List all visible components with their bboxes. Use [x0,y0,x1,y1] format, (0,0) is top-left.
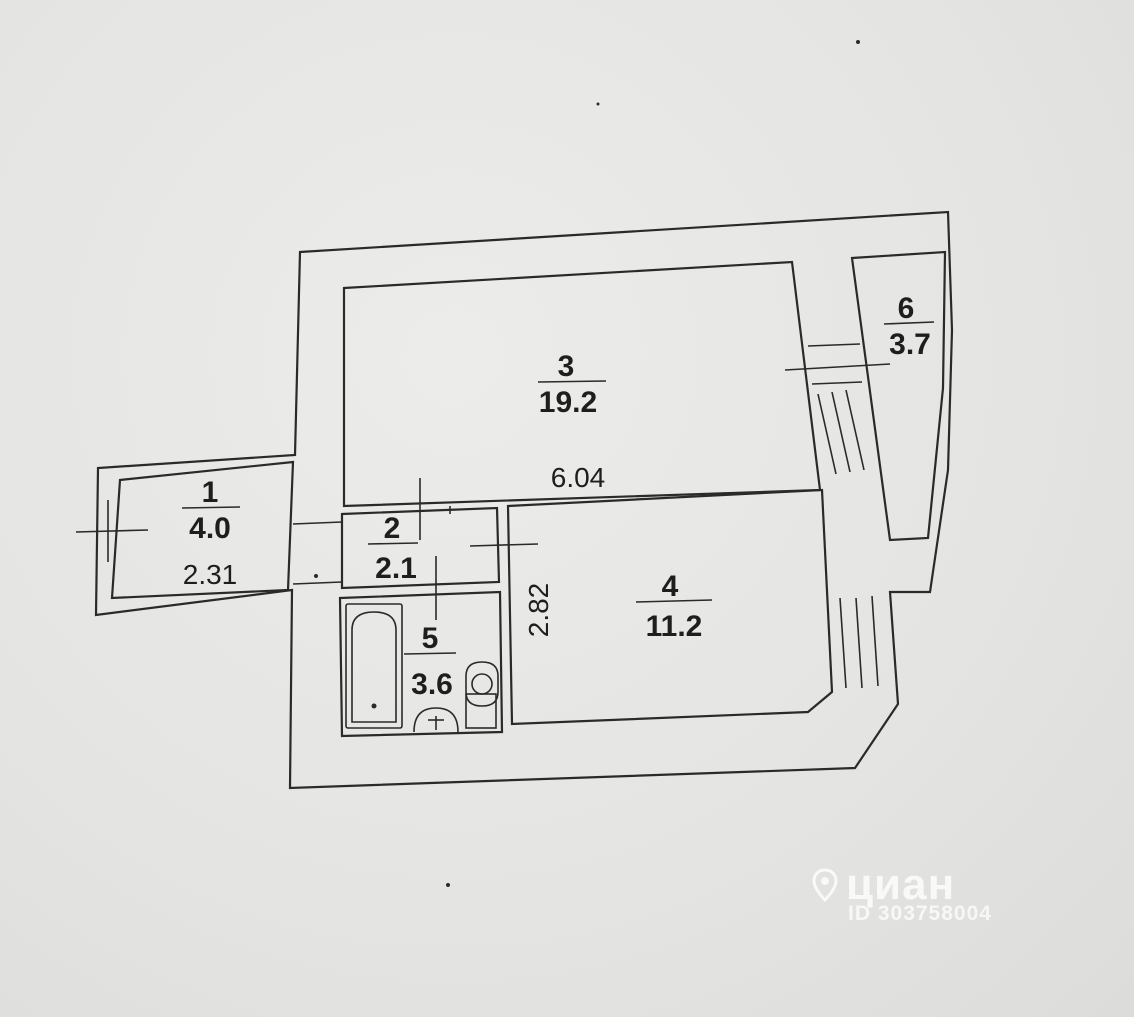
door-mark [469,543,539,547]
window-mark [845,389,865,471]
mark-dot [856,40,860,44]
room-6-number: 6 [898,292,915,325]
room-6-area: 3.7 [889,328,931,361]
room-3-area: 19.2 [539,386,597,419]
window-mark [855,597,863,689]
room-4-outline [506,488,834,726]
room-3-label-rule [537,380,607,383]
room-1-number: 1 [202,476,219,509]
room-6-outline [850,250,947,542]
toilet-bowl [471,673,493,695]
bathtub-icon [345,603,403,729]
watermark-listing-id: ID 303758004 [848,902,992,925]
room-2-area: 2.1 [375,552,417,585]
dimension-room-4-height: 2.82 [523,583,554,638]
room-4-area: 11.2 [646,610,703,643]
door-mark [75,529,149,533]
dimension-room-3-width: 6.04 [551,462,606,493]
room-1-outline [110,460,295,600]
door-mark [807,343,861,347]
window-mark [817,393,837,475]
room-4-number: 4 [662,570,679,603]
door-mark [784,363,891,371]
door-mark [811,381,863,385]
room-1-label-rule [181,506,241,509]
bathtub-inner [351,611,397,723]
room-5-label-rule [403,652,457,655]
room-5-number: 5 [422,622,439,655]
outer-wall [94,210,954,790]
window-mark [871,595,879,687]
watermark-brand: циан [846,860,956,909]
mark-dot [314,574,318,578]
window-mark [839,597,847,689]
room-1-area: 4.0 [189,512,231,545]
room-2-number: 2 [384,512,401,545]
toilet-tank [465,693,497,729]
bathtub-drain-icon [371,703,377,709]
sink-icon [413,707,459,733]
passage-line [292,581,343,585]
room-2-label-rule [367,542,419,545]
watermark-logo: циан [812,860,955,910]
dimension-room-1-width: 2.31 [183,559,238,590]
room-6-label-rule [883,321,935,325]
toilet-icon [465,661,499,707]
window-mark [831,391,851,473]
map-pin-icon [812,868,838,902]
room-4-label-rule [635,599,713,603]
room-3-number: 3 [558,350,575,383]
room-5-area: 3.6 [411,668,453,701]
room-2-outline [340,506,501,590]
mark-dot [596,102,600,106]
passage-line [292,521,343,525]
mark-dot [446,883,450,887]
room-5-outline [338,590,504,738]
